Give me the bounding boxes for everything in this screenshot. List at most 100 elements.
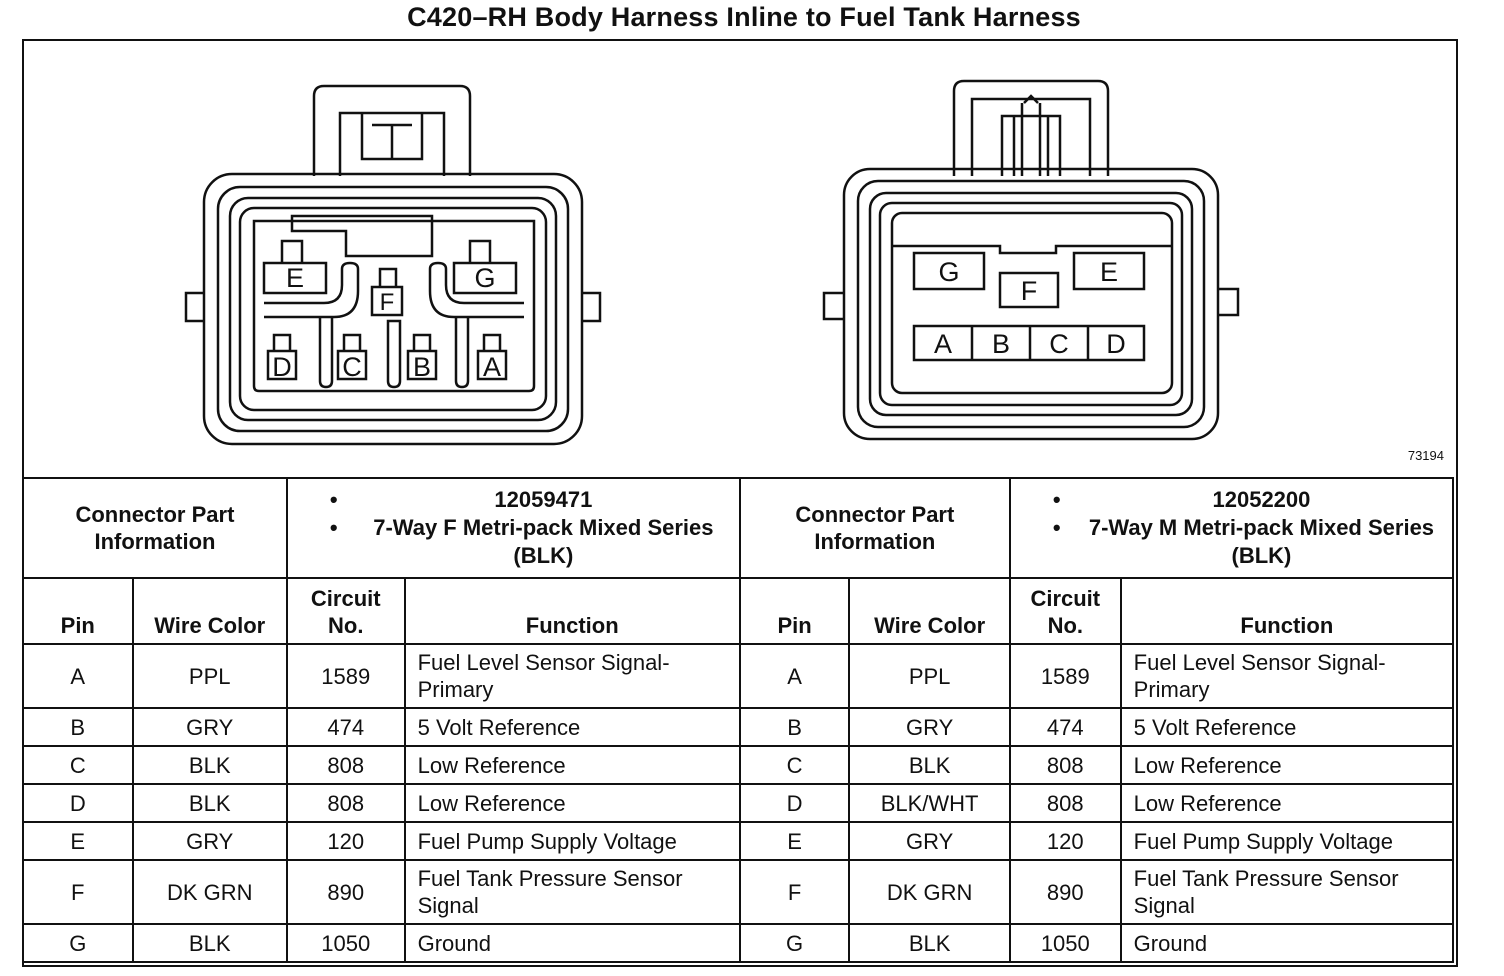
connector-frame: E F G D C B A bbox=[22, 39, 1458, 967]
pin-cell: D bbox=[738, 783, 851, 823]
connector-part-info-label: Connector Part Information bbox=[738, 477, 1011, 579]
cavity-label: E bbox=[1100, 257, 1118, 287]
function-cell: Low Reference bbox=[1119, 745, 1455, 785]
function-cell: Low Reference bbox=[403, 783, 741, 823]
wire-color-cell: BLK bbox=[131, 923, 288, 963]
cavity-label: F bbox=[1021, 276, 1038, 306]
column-header-pin: Pin bbox=[738, 577, 851, 645]
pin-cell: A bbox=[22, 643, 134, 709]
pin-cell: A bbox=[738, 643, 851, 709]
connector-part-info: 12052200 7-Way M Metri-pack Mixed Series… bbox=[1008, 477, 1455, 579]
part-number: 12059471 bbox=[328, 486, 733, 514]
wire-color-cell: GRY bbox=[848, 707, 1011, 747]
circuit-cell: 1050 bbox=[1008, 923, 1122, 963]
wire-color-cell: DK GRN bbox=[848, 859, 1011, 925]
cavity-label: C bbox=[1049, 329, 1069, 359]
wire-color-cell: PPL bbox=[848, 643, 1011, 709]
circuit-cell: 808 bbox=[285, 745, 406, 785]
pin-cell: F bbox=[738, 859, 851, 925]
wire-color-cell: GRY bbox=[848, 821, 1011, 861]
female-connector-drawing bbox=[184, 84, 602, 446]
function-cell: Fuel Level Sensor Signal-Primary bbox=[1119, 643, 1455, 709]
column-header-wire-color: Wire Color bbox=[131, 577, 288, 645]
pin-cell: B bbox=[738, 707, 851, 747]
cavity-label: A bbox=[934, 329, 952, 359]
circuit-cell: 120 bbox=[1008, 821, 1122, 861]
pin-cell: G bbox=[22, 923, 134, 963]
cavity-label: D bbox=[1106, 329, 1126, 359]
function-cell: Low Reference bbox=[1119, 783, 1455, 823]
pinout-table: Connector Part Information 12059471 7-Wa… bbox=[22, 477, 1455, 963]
cavity-label: F bbox=[380, 289, 395, 316]
column-header-circuit: Circuit No. bbox=[1008, 577, 1122, 645]
function-cell: Fuel Level Sensor Signal-Primary bbox=[403, 643, 741, 709]
wire-color-cell: GRY bbox=[131, 707, 288, 747]
function-cell: Fuel Pump Supply Voltage bbox=[1119, 821, 1455, 861]
cavity-label: D bbox=[272, 352, 292, 382]
table-row: E GRY 120 Fuel Pump Supply Voltage E GRY… bbox=[22, 821, 1455, 861]
function-cell: 5 Volt Reference bbox=[403, 707, 741, 747]
cavity-label: G bbox=[938, 257, 959, 287]
wire-color-cell: BLK bbox=[848, 923, 1011, 963]
table-row: D BLK 808 Low Reference D BLK/WHT 808 Lo… bbox=[22, 783, 1455, 823]
cavity-label: G bbox=[474, 263, 495, 293]
column-header-function: Function bbox=[403, 577, 741, 645]
function-cell: Ground bbox=[403, 923, 741, 963]
table-row: A PPL 1589 Fuel Level Sensor Signal-Prim… bbox=[22, 643, 1455, 709]
cavity-label: B bbox=[413, 352, 431, 382]
function-cell: Fuel Tank Pressure Sensor Signal bbox=[1119, 859, 1455, 925]
cavity-label: E bbox=[286, 263, 304, 293]
table-row: C BLK 808 Low Reference C BLK 808 Low Re… bbox=[22, 745, 1455, 785]
column-header-row: Pin Wire Color Circuit No. Function Pin … bbox=[22, 577, 1455, 645]
circuit-cell: 890 bbox=[1008, 859, 1122, 925]
circuit-cell: 808 bbox=[1008, 745, 1122, 785]
column-header-wire-color: Wire Color bbox=[848, 577, 1011, 645]
wire-color-cell: BLK bbox=[131, 783, 288, 823]
wire-color-cell: BLK/WHT bbox=[848, 783, 1011, 823]
cavity-label: B bbox=[992, 329, 1010, 359]
function-cell: 5 Volt Reference bbox=[1119, 707, 1455, 747]
column-header-circuit: Circuit No. bbox=[285, 577, 406, 645]
cavity-label: A bbox=[483, 352, 501, 382]
function-cell: Fuel Pump Supply Voltage bbox=[403, 821, 741, 861]
figure-number: 73194 bbox=[1407, 448, 1444, 463]
circuit-cell: 474 bbox=[285, 707, 406, 747]
pin-cell: E bbox=[22, 821, 134, 861]
pin-cell: E bbox=[738, 821, 851, 861]
connector-drawings: E F G D C B A bbox=[184, 79, 1240, 446]
part-number: 12052200 bbox=[1051, 486, 1446, 514]
table-row: G BLK 1050 Ground G BLK 1050 Ground bbox=[22, 923, 1455, 963]
wire-color-cell: PPL bbox=[131, 643, 288, 709]
circuit-cell: 1589 bbox=[1008, 643, 1122, 709]
pin-cell: G bbox=[738, 923, 851, 963]
cavity-label: C bbox=[342, 352, 362, 382]
pin-cell: F bbox=[22, 859, 134, 925]
table-row: B GRY 474 5 Volt Reference B GRY 474 5 V… bbox=[22, 707, 1455, 747]
connector-part-info: 12059471 7-Way F Metri-pack Mixed Series… bbox=[285, 477, 741, 579]
connector-diagram-area: E F G D C B A bbox=[24, 41, 1456, 477]
circuit-cell: 808 bbox=[285, 783, 406, 823]
column-header-pin: Pin bbox=[22, 577, 134, 645]
function-cell: Fuel Tank Pressure Sensor Signal bbox=[403, 859, 741, 925]
part-description: 7-Way M Metri-pack Mixed Series (BLK) bbox=[1051, 514, 1446, 570]
column-header-function: Function bbox=[1119, 577, 1455, 645]
function-cell: Ground bbox=[1119, 923, 1455, 963]
table-row: F DK GRN 890 Fuel Tank Pressure Sensor S… bbox=[22, 859, 1455, 925]
wire-color-cell: BLK bbox=[131, 745, 288, 785]
connector-info-row: Connector Part Information 12059471 7-Wa… bbox=[22, 477, 1455, 579]
circuit-cell: 1050 bbox=[285, 923, 406, 963]
circuit-cell: 890 bbox=[285, 859, 406, 925]
function-cell: Low Reference bbox=[403, 745, 741, 785]
wire-color-cell: GRY bbox=[131, 821, 288, 861]
wire-color-cell: BLK bbox=[848, 745, 1011, 785]
circuit-cell: 120 bbox=[285, 821, 406, 861]
circuit-cell: 1589 bbox=[285, 643, 406, 709]
circuit-cell: 474 bbox=[1008, 707, 1122, 747]
male-connector-drawing bbox=[822, 79, 1240, 441]
pin-cell: B bbox=[22, 707, 134, 747]
pin-cell: C bbox=[738, 745, 851, 785]
pin-cell: D bbox=[22, 783, 134, 823]
pin-cell: C bbox=[22, 745, 134, 785]
circuit-cell: 808 bbox=[1008, 783, 1122, 823]
page-title: C420–RH Body Harness Inline to Fuel Tank… bbox=[407, 2, 1081, 32]
